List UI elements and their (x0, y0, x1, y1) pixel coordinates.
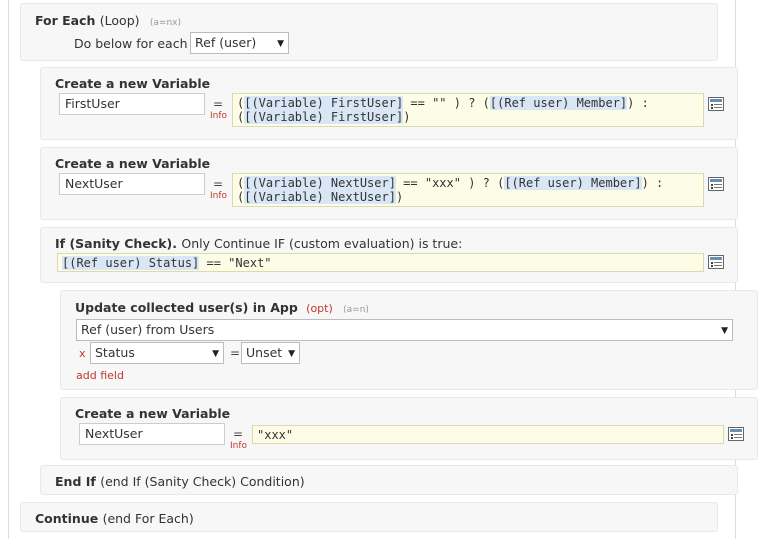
expression-builder-icon[interactable] (708, 177, 724, 191)
continue-block: Continue (end For Each) (20, 502, 718, 532)
expression-builder-icon[interactable] (708, 255, 724, 269)
for-each-block: For Each (Loop) (a=nx) Do below for each… (20, 3, 718, 61)
field-reference-token: [(Variable) NextUser] (244, 190, 396, 204)
info-link[interactable]: Info (210, 191, 228, 201)
expression-field[interactable]: ([(Variable) FirstUser] == "" ) ? ([(Ref… (232, 93, 704, 127)
info-link[interactable]: Info (210, 111, 228, 121)
variable-name-field[interactable]: FirstUser (59, 93, 205, 115)
equals-sign: = (230, 346, 241, 360)
do-below-label: Do below for each (74, 36, 188, 51)
add-field-link[interactable]: add field (76, 369, 124, 382)
expression-text: ( (237, 176, 245, 190)
value-select[interactable]: Unset ▼ (241, 342, 300, 364)
expression-text: ) : (627, 96, 649, 110)
field-reference-token: [(Ref user) Status] (62, 256, 200, 270)
expression-text: ) (403, 110, 411, 124)
expression-text: ) : (641, 176, 664, 190)
expression-builder-icon[interactable] (708, 97, 724, 111)
optional-tag: (opt) (306, 302, 333, 315)
field-reference-token: [(Variable) FirstUser] (244, 110, 404, 124)
loop-tag: (a=nx) (149, 18, 181, 28)
remove-field-icon[interactable]: x (79, 347, 86, 360)
equals-sign: = (213, 177, 224, 191)
expression-text: ( (237, 110, 245, 124)
chevron-down-icon: ▼ (277, 39, 284, 49)
if-sanity-check-block: If (Sanity Check). Only Continue IF (cus… (40, 227, 738, 283)
continue-label: Continue (end For Each) (35, 511, 194, 526)
expression-builder-icon[interactable] (728, 427, 744, 441)
update-title: Update collected user(s) in App (opt) (a… (75, 300, 369, 315)
create-variable-block-2: Create a new Variable NextUser = Info ([… (40, 147, 738, 220)
expression-line-1: ([(Variable) FirstUser] == "" ) ? ([(Ref… (237, 96, 699, 110)
field-select[interactable]: Status ▼ (90, 342, 224, 364)
info-link[interactable]: Info (230, 441, 248, 451)
expression-field[interactable]: "xxx" (252, 425, 724, 444)
for-each-title: For Each (Loop) (a=nx) (35, 13, 181, 28)
create-variable-title: Create a new Variable (75, 406, 231, 421)
field-reference-token: [(Ref user) Member] (489, 96, 628, 110)
variable-name-field[interactable]: NextUser (79, 423, 225, 445)
loop-source-select[interactable]: Ref (user) ▼ (190, 32, 289, 54)
variable-name-field[interactable]: NextUser (59, 173, 205, 195)
end-if-block: End If (end If (Sanity Check) Condition) (40, 465, 738, 495)
equals-sign: = (233, 427, 244, 441)
expression-text: == "xxx" ) ? ( (395, 176, 505, 190)
if-title: If (Sanity Check). Only Continue IF (cus… (55, 236, 463, 251)
equals-sign: = (213, 97, 224, 111)
create-variable-title: Create a new Variable (55, 156, 211, 171)
field-reference-token: [(Variable) FirstUser] (244, 96, 404, 110)
expression-text: ( (237, 96, 245, 110)
end-if-label: End If (end If (Sanity Check) Condition) (55, 474, 305, 489)
chevron-down-icon: ▼ (288, 349, 295, 359)
create-variable-title: Create a new Variable (55, 76, 211, 91)
expression-line-2: ([(Variable) FirstUser]) (237, 110, 699, 124)
create-variable-block-3: Create a new Variable NextUser = Info "x… (60, 397, 758, 460)
expression-line-2: ([(Variable) NextUser]) (237, 190, 699, 204)
expression-line-1: ([(Variable) NextUser] == "xxx" ) ? ([(R… (237, 176, 699, 190)
update-users-block: Update collected user(s) in App (opt) (a… (60, 290, 758, 390)
chevron-down-icon: ▼ (212, 349, 219, 359)
expression-text: == "Next" (199, 256, 272, 270)
chevron-down-icon: ▼ (721, 326, 728, 336)
left-guide-line (8, 0, 9, 539)
expression-text: == "" ) ? ( (403, 96, 490, 110)
update-tag: (a=n) (343, 305, 369, 315)
create-variable-block-1: Create a new Variable FirstUser = Info (… (40, 67, 738, 140)
expression-text: ) (395, 190, 404, 204)
expression-field[interactable]: ([(Variable) NextUser] == "xxx" ) ? ([(R… (232, 173, 704, 207)
condition-expression-field[interactable]: [(Ref user) Status] == "Next" (57, 253, 704, 272)
field-reference-token: [(Ref user) Member] (504, 176, 642, 190)
update-source-select[interactable]: Ref (user) from Users ▼ (76, 319, 733, 341)
field-reference-token: [(Variable) NextUser] (244, 176, 396, 190)
expression-text: ( (237, 190, 245, 204)
